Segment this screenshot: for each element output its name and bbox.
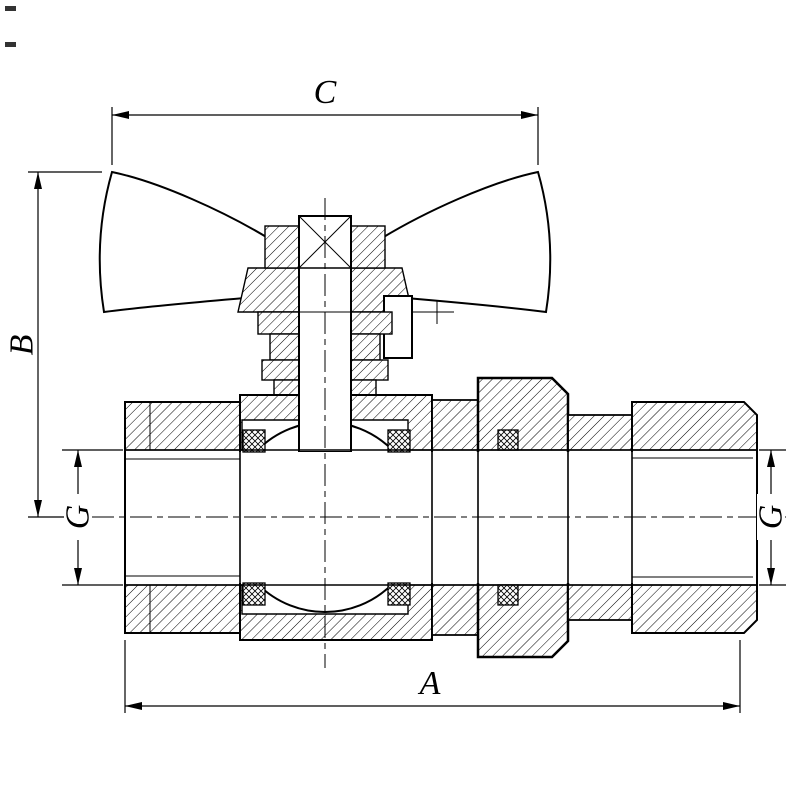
scan-artifact [5, 6, 16, 47]
dim-arrow [723, 702, 740, 710]
outlet-connector [431, 399, 479, 636]
dim-arrow [767, 568, 775, 585]
handle-right-wing [381, 170, 552, 314]
dim-arrow [34, 172, 42, 189]
seat-seals [242, 429, 519, 606]
seal [497, 584, 519, 606]
dim-label-g-left: G [60, 505, 97, 530]
hatch-bottom [477, 584, 569, 658]
dim-arrow [125, 702, 142, 710]
butterfly-handle [98, 170, 552, 359]
dim-label-b: B [4, 334, 41, 355]
left-female-port [124, 401, 241, 634]
hatch-top [477, 377, 569, 451]
hatch-bottom [567, 584, 633, 621]
centerlines [92, 198, 786, 668]
seal [242, 429, 266, 453]
dimension-g-left: G [60, 449, 123, 586]
hatch-top [431, 399, 479, 451]
hatch-top [567, 414, 633, 451]
dimension-b: B [4, 171, 102, 518]
label-mask [757, 494, 785, 540]
dimension-g-right: G [753, 449, 790, 586]
dim-arrow [74, 568, 82, 585]
hatch-bottom [124, 584, 241, 634]
hatch-top [631, 401, 758, 451]
dim-label-c: C [314, 74, 337, 111]
seal [387, 582, 411, 606]
seal [242, 582, 266, 606]
dimension-c: C [111, 74, 539, 165]
seal [387, 429, 411, 453]
handle-left-wing [98, 170, 269, 314]
hatch-bottom [431, 584, 479, 636]
hatch-bottom [631, 584, 758, 634]
dimension-a: A [124, 640, 741, 713]
hatch-top [124, 401, 241, 451]
seal [497, 429, 519, 451]
label-mask [64, 494, 92, 540]
dim-arrow [767, 450, 775, 467]
dim-label-g-right: G [753, 505, 790, 530]
tailpiece [567, 414, 633, 621]
dim-arrow [521, 111, 538, 119]
dim-arrow [34, 500, 42, 517]
dim-arrow [112, 111, 129, 119]
dim-arrow [74, 450, 82, 467]
dim-label-a: A [418, 665, 441, 702]
